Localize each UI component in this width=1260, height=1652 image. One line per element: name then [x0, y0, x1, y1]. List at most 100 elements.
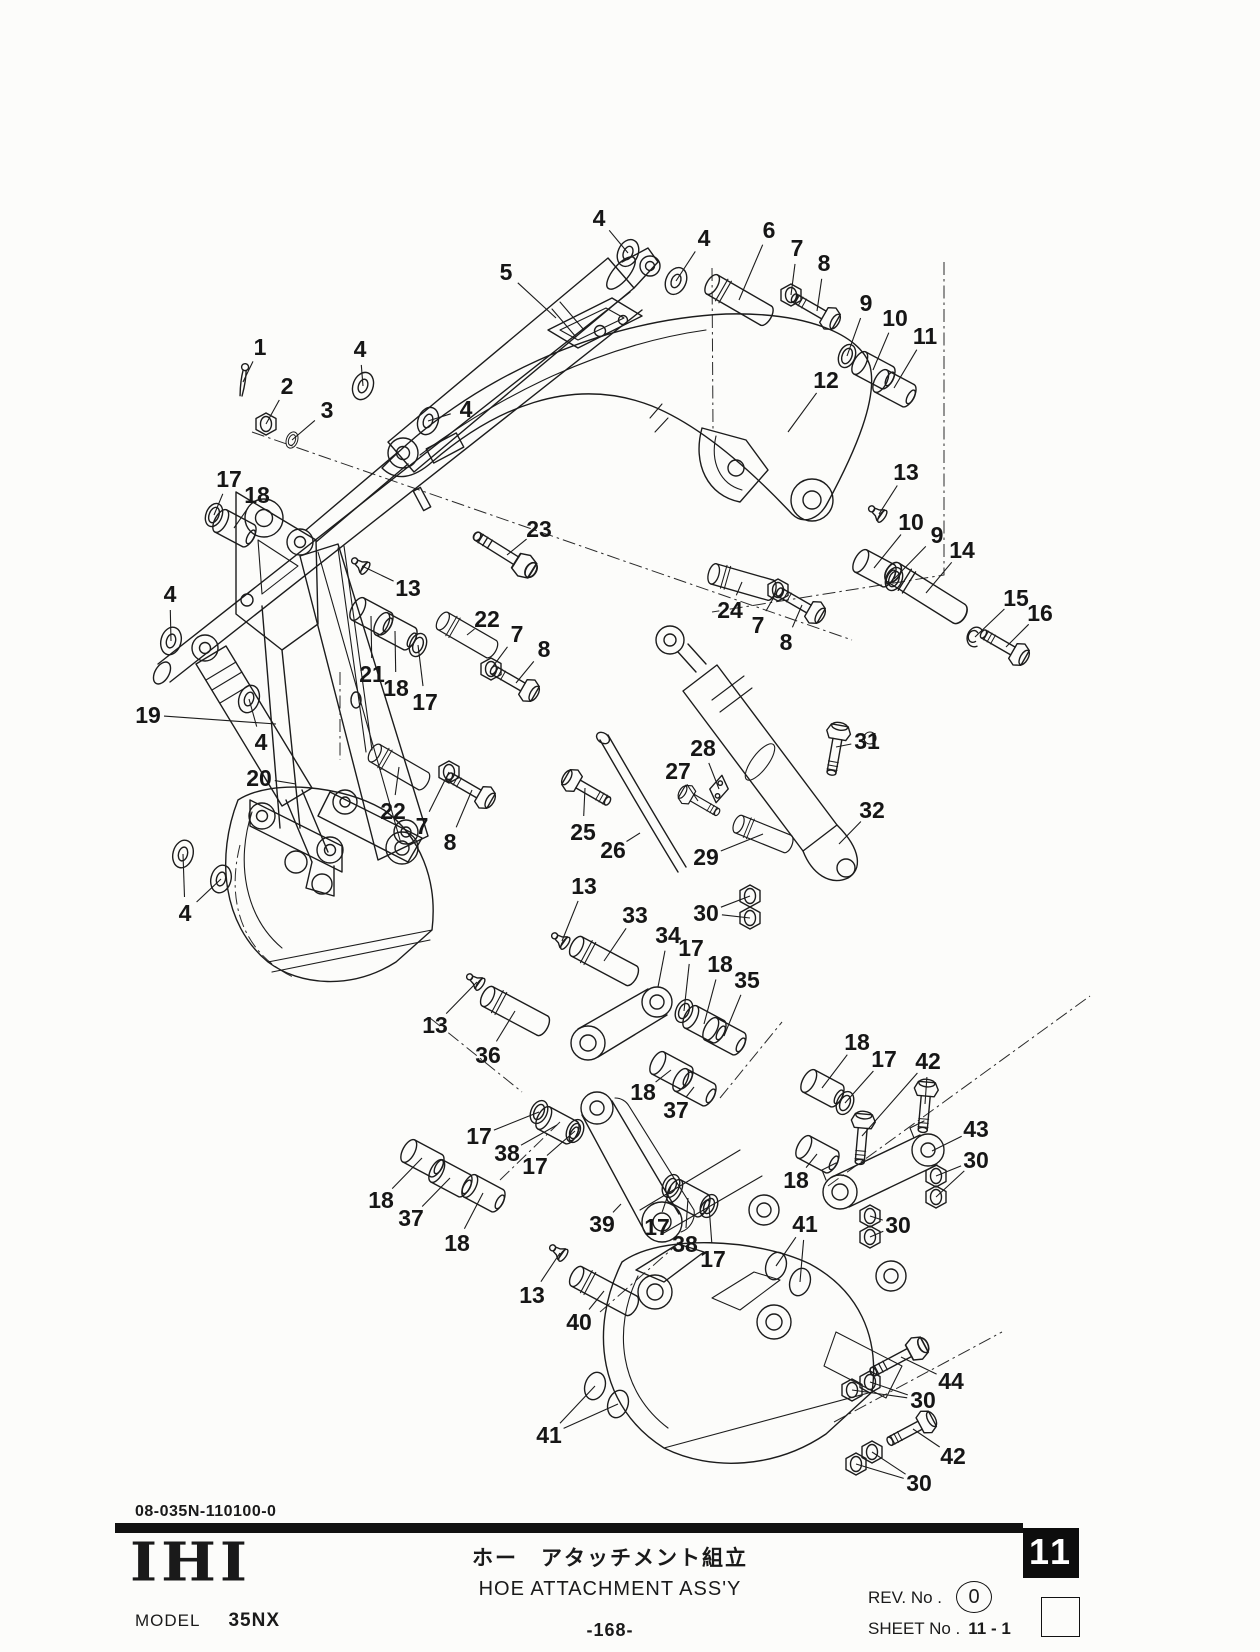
leader-line: [708, 1205, 713, 1244]
callout-30: 30: [906, 1470, 932, 1496]
leader-line: [370, 615, 373, 659]
callout-8: 8: [444, 829, 457, 855]
leader-line: [869, 1215, 883, 1221]
callout-3: 3: [321, 397, 334, 423]
grease-fitting-13: [545, 1239, 571, 1264]
callout-10: 10: [882, 305, 908, 331]
callout-8: 8: [538, 636, 551, 662]
leader-line: [391, 1157, 423, 1189]
leader-line: [685, 1197, 689, 1229]
leader-line: [417, 644, 424, 687]
boom-drawing: [381, 297, 873, 522]
leader-line: [935, 1165, 962, 1177]
rev-value: 0: [956, 1581, 993, 1613]
callout-36: 36: [475, 1042, 501, 1068]
leader-line: [791, 604, 803, 628]
leader-line: [869, 1230, 884, 1238]
callout-18: 18: [783, 1167, 809, 1193]
callout-31: 31: [854, 728, 880, 754]
leader-line: [738, 244, 764, 301]
callout-17: 17: [678, 935, 704, 961]
divider-bar: [115, 1523, 1023, 1533]
leader-line: [872, 332, 890, 371]
bucket-left-drawing: [224, 786, 434, 983]
callout-10: 10: [898, 509, 924, 535]
callout-22: 22: [380, 798, 406, 824]
bolt-8: [440, 764, 501, 814]
leader-line: [506, 538, 527, 556]
leader-line: [925, 561, 953, 594]
leader-line: [893, 546, 927, 580]
callout-13: 13: [571, 873, 597, 899]
leader-line: [835, 743, 852, 748]
bushing-18: [396, 1136, 449, 1181]
leader-line: [213, 493, 224, 516]
callout-18: 18: [444, 1230, 470, 1256]
leader-line: [735, 581, 743, 596]
title-block: 08-035N-110100-0 11 IHI ホー アタッチメント組立 HOE…: [0, 1495, 1260, 1652]
callout-41: 41: [536, 1422, 562, 1448]
leader-line: [893, 349, 918, 389]
leader-line: [851, 1389, 908, 1399]
leader-line: [723, 994, 742, 1037]
callout-30: 30: [885, 1212, 911, 1238]
leader-line: [274, 780, 297, 785]
leader-line: [821, 1054, 848, 1089]
callout-4: 4: [164, 581, 177, 607]
callout-9: 9: [860, 290, 873, 316]
leader-line: [463, 1192, 484, 1230]
leader-line: [855, 1463, 904, 1479]
leader-line: [846, 317, 862, 357]
bolt-42: [881, 1406, 942, 1454]
callout-13: 13: [893, 459, 919, 485]
leader-line: [196, 878, 222, 903]
leader-line: [291, 419, 316, 441]
leader-line: [445, 981, 478, 1014]
grease-fitting-13: [547, 927, 573, 952]
leader-line: [878, 485, 898, 515]
leader-line: [493, 1111, 540, 1131]
boom-cylinder-drawing: [191, 545, 373, 897]
callout-17: 17: [871, 1046, 897, 1072]
callout-19: 19: [135, 702, 161, 728]
bolt-44: [864, 1331, 934, 1385]
cotter-pin-1: [236, 362, 250, 398]
leader-line: [685, 1086, 695, 1098]
sheet-value: 11 - 1: [968, 1619, 1011, 1638]
leader-line: [517, 282, 557, 319]
page-number: -168-: [586, 1620, 634, 1640]
callout-18: 18: [383, 675, 409, 701]
hardware-layer: [157, 235, 1035, 1476]
leader-line: [787, 392, 818, 433]
callout-23: 23: [526, 516, 552, 542]
rev-label: REV. No .: [868, 1588, 943, 1607]
leader-line: [721, 914, 751, 919]
callout-38: 38: [672, 1231, 698, 1257]
callout-43: 43: [963, 1116, 989, 1142]
callout-12: 12: [813, 367, 839, 393]
bolt-16: [974, 621, 1035, 671]
leader-line: [603, 927, 627, 962]
leader-line: [931, 1135, 962, 1152]
callout-22: 22: [474, 606, 500, 632]
callout-14: 14: [949, 537, 975, 563]
callout-4: 4: [354, 336, 367, 362]
leader-line: [900, 1356, 937, 1375]
leader-line: [515, 661, 535, 684]
leader-line: [675, 251, 696, 282]
bolt-8: [770, 579, 831, 629]
leader-line: [583, 787, 586, 817]
callout-35: 35: [734, 967, 760, 993]
leader-line: [873, 534, 902, 569]
leader-line: [805, 1153, 818, 1168]
title-japanese: ホー アタッチメント組立: [472, 1547, 748, 1570]
leader-line: [708, 762, 720, 790]
leader-line: [844, 1070, 874, 1104]
leader-line: [612, 1203, 622, 1213]
callout-41: 41: [792, 1211, 818, 1237]
callout-5: 5: [500, 259, 513, 285]
callout-7: 7: [511, 621, 524, 647]
leader-line: [686, 783, 699, 802]
callout-4: 4: [179, 900, 192, 926]
